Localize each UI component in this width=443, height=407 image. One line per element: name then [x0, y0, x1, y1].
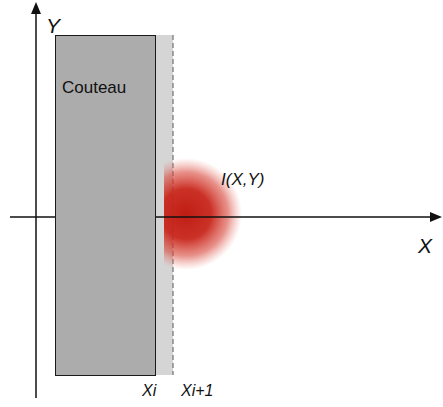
position-label: Xi+1 — [181, 382, 213, 400]
y-arrowhead — [31, 2, 41, 14]
y-axis — [35, 12, 37, 398]
x-arrowhead — [430, 212, 442, 222]
intensity-label: I(X,Y) — [221, 171, 264, 190]
knife-block: Couteau — [55, 35, 156, 376]
axis-name: X — [418, 234, 432, 257]
knife-label: Couteau — [56, 78, 155, 98]
position-label: Xi — [142, 382, 156, 400]
axis-name: Y — [46, 14, 60, 37]
